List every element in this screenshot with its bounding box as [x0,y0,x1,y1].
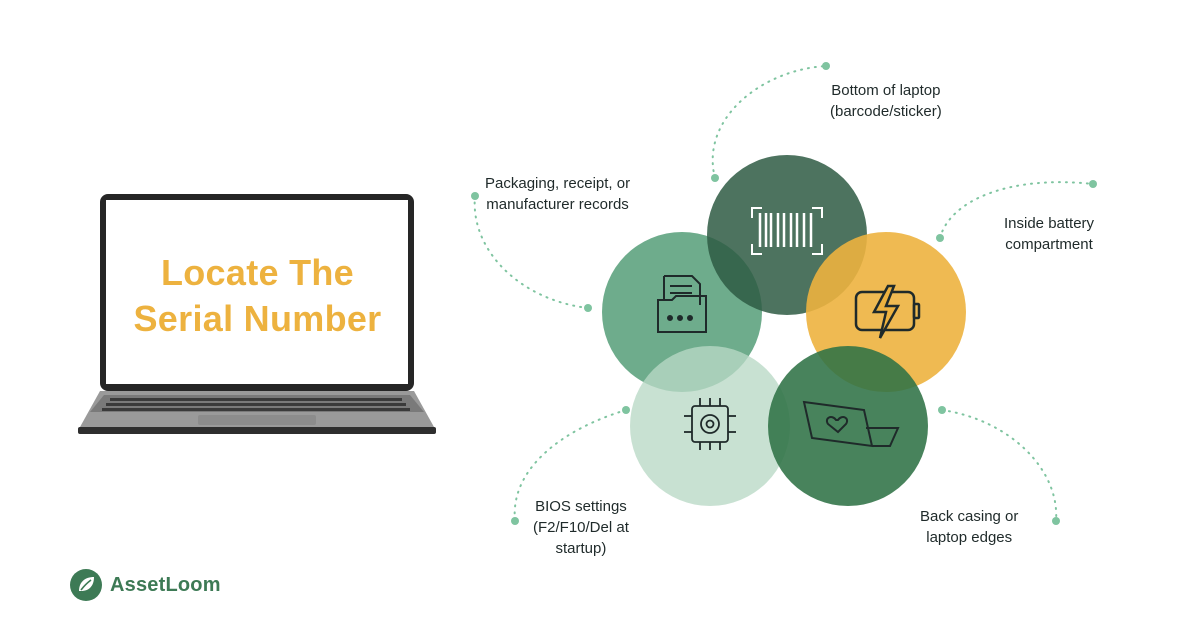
connector-end-bios [511,517,519,525]
connector-back [941,409,1058,522]
connector-start-back [938,406,946,414]
connector-end-bottom [822,62,830,70]
connector-start-bios [622,406,630,414]
document-folder-icon [657,275,707,333]
title-line-2: Serial Number [133,298,382,339]
label-packaging: Packaging, receipt, or manufacturer reco… [485,175,631,213]
connector-start-bottom [711,174,719,182]
battery-charging-icon [854,284,921,339]
connector-start-battery [936,234,944,242]
chip-settings-icon [684,398,736,450]
connector-start-packaging [584,304,592,312]
connector-end-battery [1089,180,1097,188]
connector-end-packaging [471,192,479,200]
label-bottom: Bottom of laptop (barcode/sticker) [830,82,942,120]
brand-name: AssetLoom [110,573,221,596]
connector-end-back [1052,517,1060,525]
barcode-icon [751,207,823,255]
circle-bios [630,346,790,506]
connector-bottom [711,65,827,179]
label-bios: BIOS settings (F2/F10/Del at startup) [533,498,629,557]
label-battery: Inside battery compartment [1004,215,1095,253]
leaf-logo-icon [70,569,102,601]
title-line-1: Locate The [160,252,355,293]
laptop-heart-icon [802,400,900,448]
circle-back [768,346,928,506]
brand-logo: AssetLoom [70,568,221,602]
label-back: Back casing or laptop edges [920,508,1019,546]
connector-battery [939,181,1094,239]
page-title: Locate The Serial Number [105,250,410,342]
